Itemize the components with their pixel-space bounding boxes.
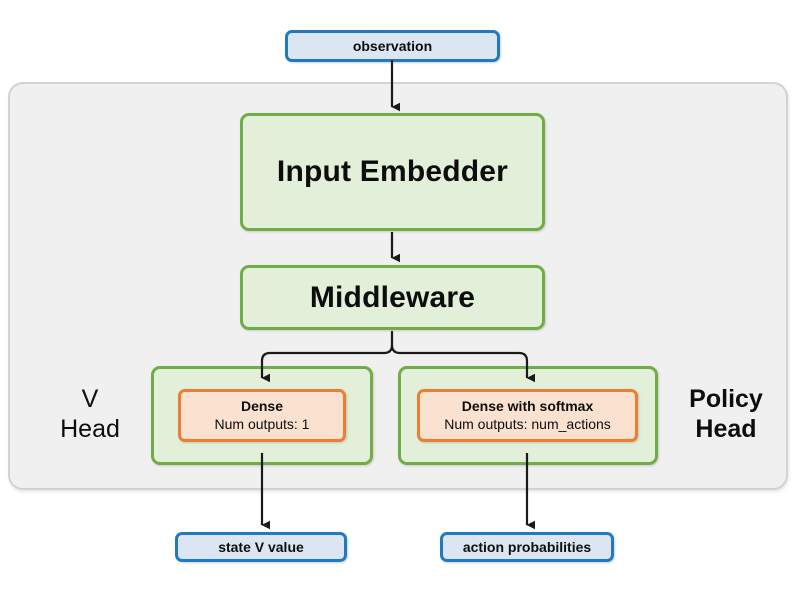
label-v-head-line1: V <box>81 385 99 413</box>
node-input-embedder[interactable]: Input Embedder <box>240 113 545 231</box>
label-v-head: V Head <box>36 385 144 444</box>
node-v-head-dense-subtitle: Num outputs: 1 <box>214 415 310 432</box>
label-policy-head-line1: Policy <box>689 385 763 413</box>
node-v-head-dense-title: Dense <box>240 398 284 414</box>
node-input-embedder-label: Input Embedder <box>276 155 509 188</box>
node-middleware[interactable]: Middleware <box>240 265 545 330</box>
node-state-v-value-label: state V value <box>218 539 304 555</box>
node-action-probabilities[interactable]: action probabilities <box>440 532 614 562</box>
label-v-head-line2: Head <box>60 414 120 443</box>
node-observation[interactable]: observation <box>285 30 500 62</box>
label-policy-head-line2: Head <box>695 414 757 443</box>
node-policy-head-dense-subtitle: Num outputs: num_actions <box>444 415 611 432</box>
node-policy-head-dense-title: Dense with softmax <box>461 398 594 414</box>
label-policy-head: Policy Head <box>666 385 786 444</box>
node-action-probabilities-label: action probabilities <box>462 539 592 555</box>
node-state-v-value[interactable]: state V value <box>175 532 347 562</box>
node-observation-label: observation <box>352 38 433 54</box>
node-v-head-dense[interactable]: Dense Num outputs: 1 <box>178 389 346 442</box>
node-policy-head-dense[interactable]: Dense with softmax Num outputs: num_acti… <box>417 389 638 442</box>
node-middleware-label: Middleware <box>309 280 476 314</box>
